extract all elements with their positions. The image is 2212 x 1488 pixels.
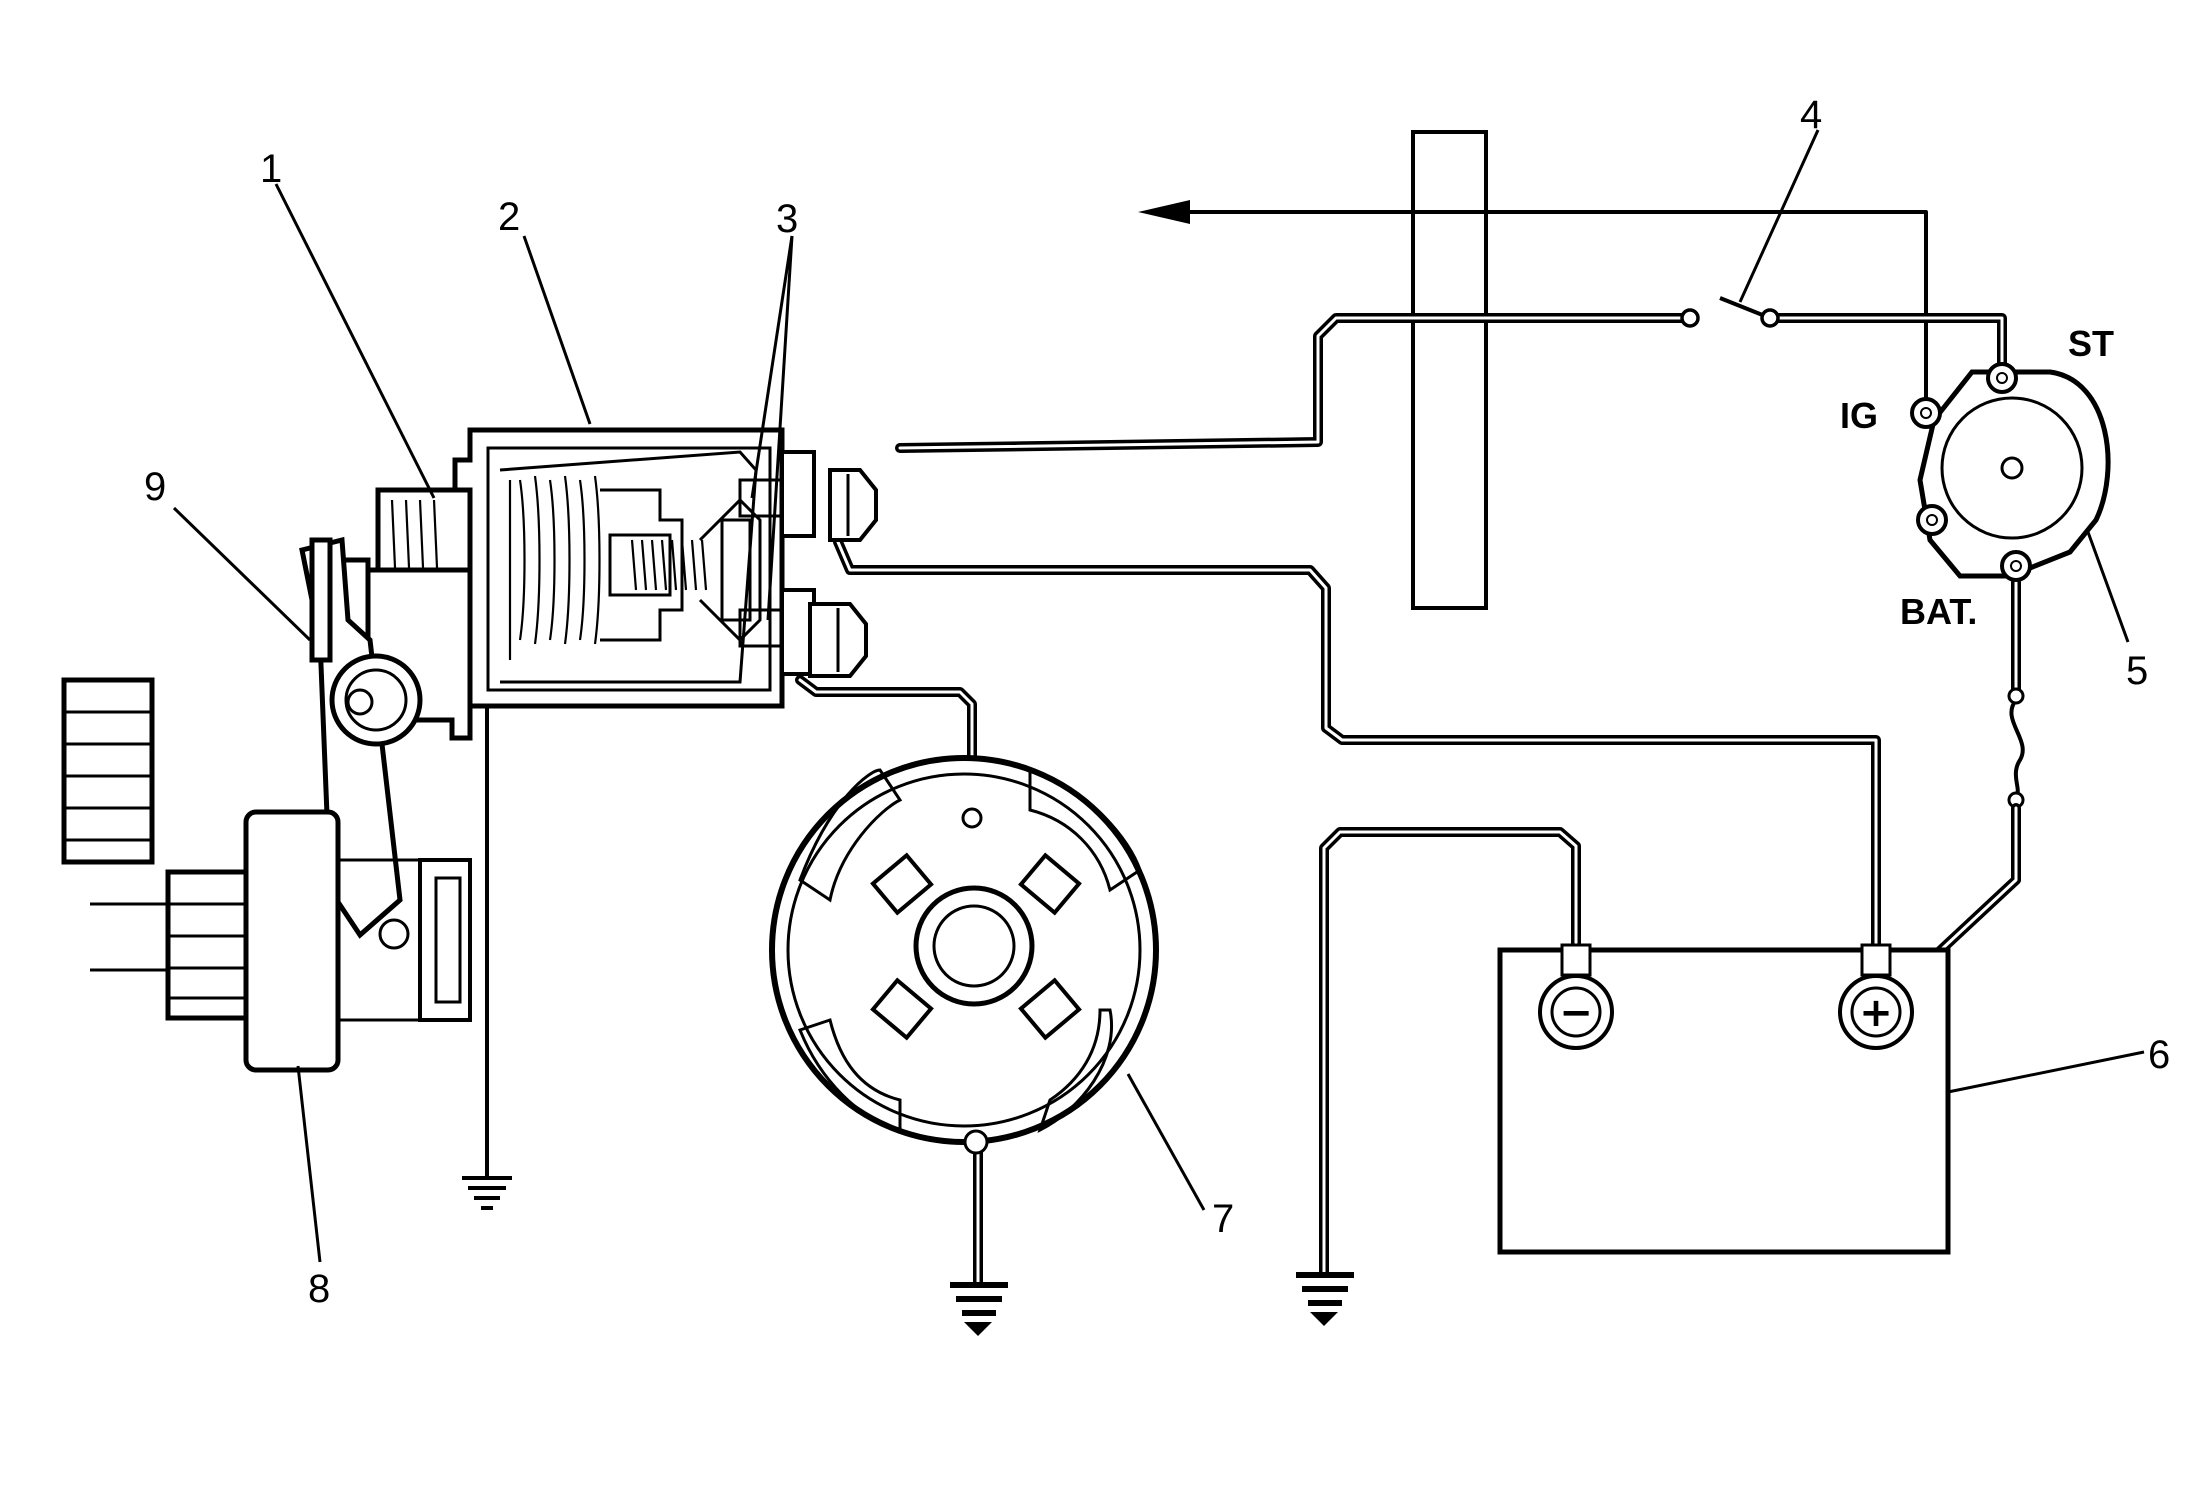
brush-holders xyxy=(870,852,1082,1041)
flywheel-ring-gear xyxy=(61,677,155,865)
motor-terminal-bottom xyxy=(963,1129,989,1155)
switch-terminal-acc xyxy=(1916,504,1948,536)
callout-8: 8 xyxy=(308,1267,330,1311)
callout-2: 2 xyxy=(498,195,520,239)
motor-feed-wire xyxy=(795,675,977,821)
ignition-feed-wire xyxy=(1138,200,1928,415)
motor-terminal-top xyxy=(961,807,983,829)
terminal-label-st: ST xyxy=(2068,323,2114,364)
battery-positive-terminal: + xyxy=(1838,943,1914,1050)
battery-negative-symbol: − xyxy=(1559,990,1593,1036)
solenoid-coil xyxy=(508,475,601,660)
callout-5: 5 xyxy=(2126,649,2148,693)
callout-labels: 1 2 3 4 5 6 7 8 9 xyxy=(144,93,2170,1311)
callout-6: 6 xyxy=(2148,1033,2170,1077)
shift-lever xyxy=(299,536,423,950)
battery-cable-positive xyxy=(833,537,1881,955)
drive-collar xyxy=(418,858,472,1022)
wiring xyxy=(485,200,2025,1287)
battery-cable-negative xyxy=(1319,827,1581,1277)
fusible-link-wire xyxy=(1893,577,2025,995)
plunger-spring xyxy=(600,488,762,643)
switch-terminal-st xyxy=(1986,362,2018,394)
ground-symbol-solenoid xyxy=(462,1176,512,1210)
callout-9: 9 xyxy=(144,465,166,509)
ground-symbol-motor xyxy=(950,1282,1008,1336)
starter-motor xyxy=(769,755,1159,1155)
switch-terminal-bat xyxy=(2000,550,2032,582)
overrunning-clutch xyxy=(243,809,420,1073)
start-signal-wire xyxy=(895,296,2007,453)
starter-solenoid xyxy=(452,427,878,709)
callout-3: 3 xyxy=(776,197,798,241)
ground-symbol-battery xyxy=(1296,1272,1354,1326)
terminal-label-bat: BAT. xyxy=(1900,591,1977,632)
switch-terminal-ig xyxy=(1910,397,1942,429)
terminal-label-ig: IG xyxy=(1840,395,1878,436)
callout-4: 4 xyxy=(1800,93,1822,137)
callout-1: 1 xyxy=(260,147,282,191)
solenoid-terminal-m xyxy=(780,450,878,542)
armature-commutator xyxy=(913,885,1035,1007)
callout-7: 7 xyxy=(1212,1197,1234,1241)
leader-lines xyxy=(172,129,2145,1263)
ignition-switch: ST IG BAT. xyxy=(1840,323,2114,632)
battery-positive-symbol: + xyxy=(1859,990,1893,1036)
battery-negative-terminal: − xyxy=(1538,943,1614,1050)
pinion-gear xyxy=(90,869,249,1021)
solenoid-terminal-s xyxy=(780,588,868,678)
firewall-panel xyxy=(1411,130,1488,610)
battery: − + xyxy=(1497,943,1951,1255)
field-coils xyxy=(798,767,1142,1133)
